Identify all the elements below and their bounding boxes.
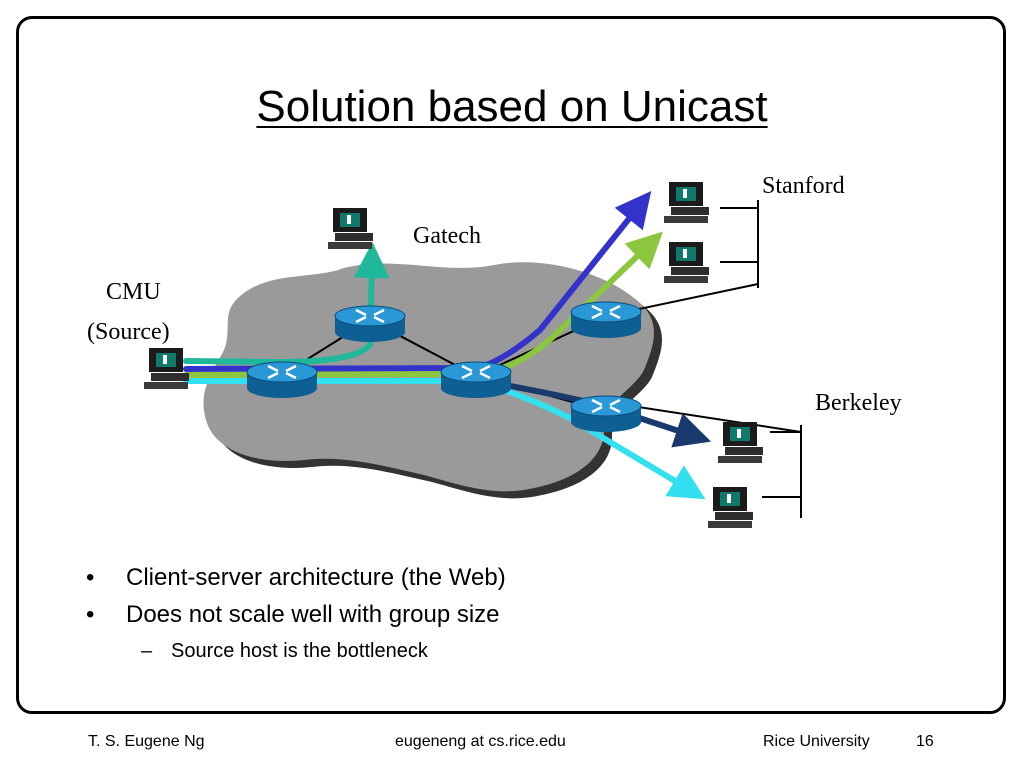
label-cmu: CMU <box>106 279 161 305</box>
footer-institution: Rice University <box>763 733 870 750</box>
bullet-marker: • <box>86 564 95 591</box>
slide-title: Solution based on Unicast <box>256 82 768 131</box>
router-icon <box>439 360 513 400</box>
label-cmu-role: (Source) <box>87 319 170 345</box>
computer-icon <box>708 487 753 528</box>
bullet-item: • Client-server architecture (the Web) <box>86 562 506 599</box>
computer-icon <box>718 422 763 463</box>
router-icon <box>333 304 407 344</box>
label-gatech: Gatech <box>413 223 481 249</box>
bullet-list: • Client-server architecture (the Web) •… <box>86 562 506 666</box>
footer-email: eugeneng at cs.rice.edu <box>395 733 566 750</box>
label-berkeley: Berkeley <box>815 390 902 416</box>
footer-author: T. S. Eugene Ng <box>88 733 205 750</box>
computer-icon <box>664 242 709 283</box>
bullet-text: Client-server architecture (the Web) <box>126 564 506 591</box>
label-stanford: Stanford <box>762 173 845 199</box>
slide-frame <box>16 16 1006 714</box>
bullet-item: • Does not scale well with group size <box>86 599 506 636</box>
computer-icon <box>144 348 189 389</box>
sub-bullet-marker: – <box>141 640 153 662</box>
sub-bullet-item: – Source host is the bottleneck <box>86 636 506 666</box>
sub-bullet-text: Source host is the bottleneck <box>171 640 428 662</box>
router-icon <box>569 300 643 340</box>
router-icon <box>569 394 643 434</box>
computer-icon <box>664 182 709 223</box>
bullet-marker: • <box>86 601 95 628</box>
router-icon <box>245 360 319 400</box>
computer-icon <box>328 208 373 249</box>
bullet-text: Does not scale well with group size <box>126 601 500 628</box>
footer-page-number: 16 <box>916 733 934 750</box>
